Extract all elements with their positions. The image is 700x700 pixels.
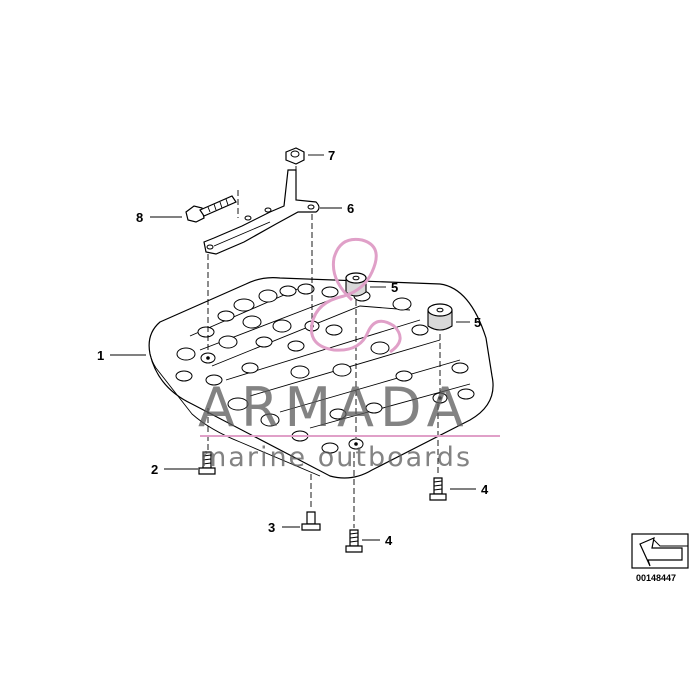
watermark-subtitle: marine outboards bbox=[200, 442, 472, 473]
mounting-plate bbox=[148, 277, 494, 479]
bracket bbox=[203, 169, 320, 255]
long-bolt bbox=[185, 195, 237, 223]
callout-7: 7 bbox=[328, 148, 335, 163]
screw-4-bottom bbox=[345, 529, 363, 553]
callout-5-right: 5 bbox=[474, 315, 481, 330]
watermark-swirl bbox=[309, 237, 402, 354]
callouts: 1 2 3 4 4 5 5 6 7 8 bbox=[97, 148, 489, 548]
leader-lines bbox=[110, 154, 476, 541]
callout-1: 1 bbox=[97, 348, 104, 363]
screw-2 bbox=[198, 451, 216, 475]
callout-4-right: 4 bbox=[481, 482, 489, 497]
callout-3: 3 bbox=[268, 520, 275, 535]
watermark-title: ARMADA bbox=[198, 376, 470, 439]
screw-4-right bbox=[429, 477, 447, 501]
assembly-lines bbox=[207, 166, 441, 528]
diagram-part-number: 00148447 bbox=[636, 573, 676, 583]
callout-5-left: 5 bbox=[391, 280, 398, 295]
callout-4-bottom: 4 bbox=[385, 533, 393, 548]
callout-2: 2 bbox=[151, 462, 158, 477]
callout-6: 6 bbox=[347, 201, 354, 216]
nut bbox=[285, 147, 305, 165]
callout-8: 8 bbox=[136, 210, 143, 225]
watermark: ARMADA marine outboards bbox=[198, 237, 500, 473]
screw-3 bbox=[301, 511, 321, 531]
arrow-badge-icon bbox=[631, 533, 689, 569]
bushing-right bbox=[427, 303, 453, 331]
